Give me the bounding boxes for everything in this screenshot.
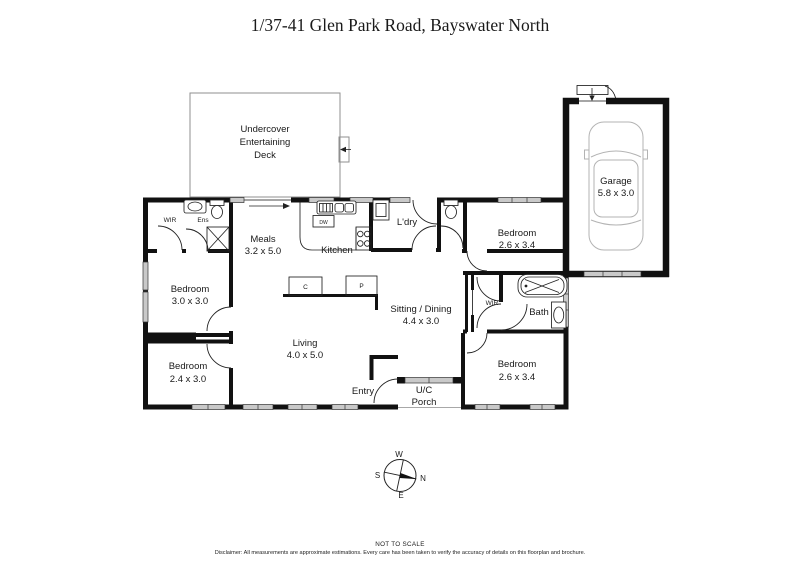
bedroom-bottom-right-dims: 2.6 x 3.4 (499, 372, 535, 383)
bedroom-bottom-left-label: Bedroom (169, 361, 208, 372)
car-icon (584, 121, 648, 251)
meals-label: Meals (250, 234, 276, 245)
bath-label: Bath (529, 307, 549, 318)
deck-access-arrow-icon (340, 146, 351, 153)
bedroom-left-label: Bedroom (171, 284, 210, 295)
bedroom-top-right-dims: 2.6 x 3.4 (499, 240, 535, 251)
porch-label-2: Porch (412, 397, 437, 408)
bedroom-top-right-label: Bedroom (498, 228, 537, 239)
garage-label: Garage (600, 176, 632, 187)
bedroom-left-dims: 3.0 x 3.0 (172, 296, 208, 307)
compass-west: W (395, 450, 403, 459)
kitchen-bench (299, 202, 357, 251)
fixtures: DW C (183, 199, 568, 329)
ensuite-toilet-icon (209, 199, 225, 219)
wir-ensuite-label: WIR (164, 217, 177, 224)
disclaimer-text: Disclaimer: All measurements are approxi… (215, 550, 586, 556)
shower-icon (206, 226, 230, 252)
porch-label-1: U/C (416, 385, 433, 396)
garage-door-icon (576, 85, 617, 101)
compass-east: E (398, 491, 403, 500)
cooktop-icon (355, 226, 372, 251)
pantry-label: P (359, 283, 363, 290)
porch-window-band (397, 377, 463, 384)
laundry-label: L'dry (397, 217, 418, 228)
ensuite-sink-icon (183, 199, 207, 214)
bedroom-bottom-right-label: Bedroom (498, 359, 537, 370)
compass-south: S (375, 471, 380, 480)
door-arcs (157, 199, 528, 404)
footer: NOT TO SCALE Disclaimer: All measurement… (215, 541, 586, 556)
room-labels: WIR Ens Meals 3.2 x 5.0 Kitchen L'dry Be… (164, 176, 635, 408)
cupboard-label: C (303, 284, 308, 291)
sliding-door-arrow-icon (249, 203, 290, 209)
bedroom-bottom-left-dims: 2.4 x 3.0 (170, 374, 206, 385)
page-title: 1/37-41 Glen Park Road, Bayswater North (251, 15, 550, 35)
bath-sink-icon (551, 301, 567, 329)
compass-north: N (420, 474, 426, 483)
kitchen-label: Kitchen (321, 245, 353, 256)
cupboard-unit: C (288, 276, 323, 296)
living-dims: 4.0 x 5.0 (287, 350, 323, 361)
entry-label: Entry (352, 386, 374, 397)
not-to-scale-note: NOT TO SCALE (375, 541, 424, 548)
laundry-trough-icon (372, 199, 390, 221)
deck-label-2: Entertaining (240, 137, 291, 148)
wir-bath-label: WIR (486, 300, 499, 307)
ensuite-label: Ens (197, 217, 209, 224)
deck-area: Undercover Entertaining Deck (189, 92, 351, 198)
dishwasher-label: DW (319, 220, 328, 226)
dishwasher-icon: DW (312, 215, 335, 228)
bathtub-icon (517, 274, 568, 298)
wc-toilet-icon (443, 199, 459, 219)
kitchen-sink-icon (316, 200, 357, 215)
living-label: Living (293, 338, 318, 349)
compass-icon: W S N E (375, 450, 426, 500)
garage-walls (562, 85, 670, 278)
garage-dims: 5.8 x 3.0 (598, 188, 634, 199)
deck-label-1: Undercover (240, 124, 289, 135)
deck-label-3: Deck (254, 150, 276, 161)
sitting-dining-dims: 4.4 x 3.0 (403, 316, 439, 327)
meals-dims: 3.2 x 5.0 (245, 246, 281, 257)
pantry-unit: P (345, 275, 378, 296)
sitting-dining-label: Sitting / Dining (390, 304, 451, 315)
